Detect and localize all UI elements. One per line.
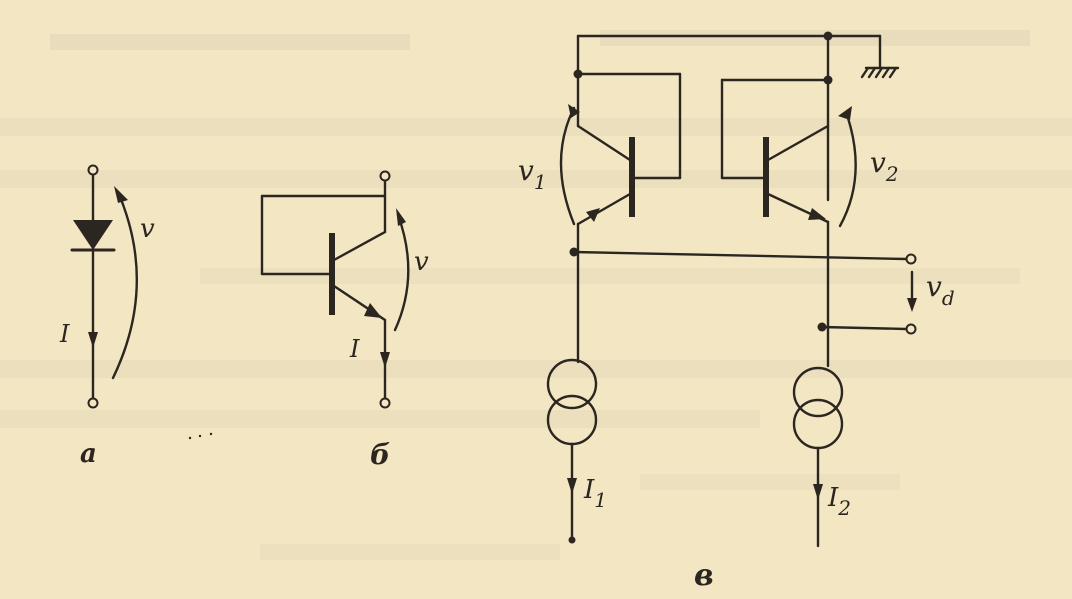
current-source-2 bbox=[792, 366, 844, 450]
voltage-arrow-icon bbox=[838, 106, 852, 120]
wire-output-d-bottom bbox=[820, 325, 908, 331]
terminal-bottom bbox=[87, 397, 99, 409]
current-arrow-icon bbox=[813, 484, 823, 500]
diagram-c-transistor-pair: v1 v2 vd I1 I2 в bbox=[518, 31, 955, 593]
collector-lead bbox=[332, 230, 387, 262]
emitter-lead-1 bbox=[576, 192, 632, 226]
caption-b: б bbox=[370, 438, 390, 471]
collector-lead-2 bbox=[766, 124, 830, 162]
vd-arrow-icon bbox=[907, 298, 917, 312]
collector-lead-1 bbox=[576, 124, 632, 162]
current-arrow-icon bbox=[380, 352, 390, 368]
diagram-b-transistor: v I б bbox=[260, 170, 429, 471]
emitter-arrow-icon bbox=[586, 208, 600, 222]
voltage-arc-1 bbox=[559, 106, 576, 226]
ground-icon bbox=[860, 66, 898, 79]
emitter-arrow-icon bbox=[364, 303, 382, 318]
wire-output-d-top bbox=[572, 250, 908, 261]
diode-triangle-icon bbox=[73, 220, 113, 250]
terminal-bottom bbox=[379, 397, 391, 409]
label-v1: v1 bbox=[518, 154, 547, 194]
terminal-vd-top bbox=[905, 253, 917, 265]
paper-specks bbox=[188, 432, 213, 440]
current-arrow-icon bbox=[567, 478, 577, 494]
label-v: v bbox=[414, 247, 429, 277]
label-i: I bbox=[59, 320, 70, 348]
voltage-arrow-icon bbox=[114, 186, 128, 203]
voltage-arrow-icon bbox=[396, 208, 406, 226]
diagram-a-diode: v I a bbox=[59, 164, 155, 469]
terminal-top bbox=[379, 170, 391, 182]
label-i2: I2 bbox=[827, 483, 851, 520]
label-vd: vd bbox=[926, 270, 955, 310]
terminal-end bbox=[568, 536, 576, 544]
voltage-arc bbox=[393, 213, 410, 332]
label-i1: I1 bbox=[583, 475, 607, 512]
caption-a: a bbox=[80, 439, 97, 469]
voltage-arrow-icon bbox=[568, 104, 580, 118]
terminal-top bbox=[87, 164, 99, 176]
caption-c: в bbox=[694, 558, 714, 593]
junction-dot bbox=[823, 75, 833, 85]
label-v: v bbox=[140, 214, 155, 244]
terminal-vd-bottom bbox=[905, 323, 917, 335]
label-v2: v2 bbox=[870, 146, 899, 186]
current-arrow-icon bbox=[88, 332, 98, 348]
label-i: I bbox=[349, 335, 360, 363]
voltage-arc bbox=[111, 190, 139, 380]
emitter-arrow-icon bbox=[808, 208, 826, 220]
voltage-arc-2 bbox=[838, 110, 857, 228]
